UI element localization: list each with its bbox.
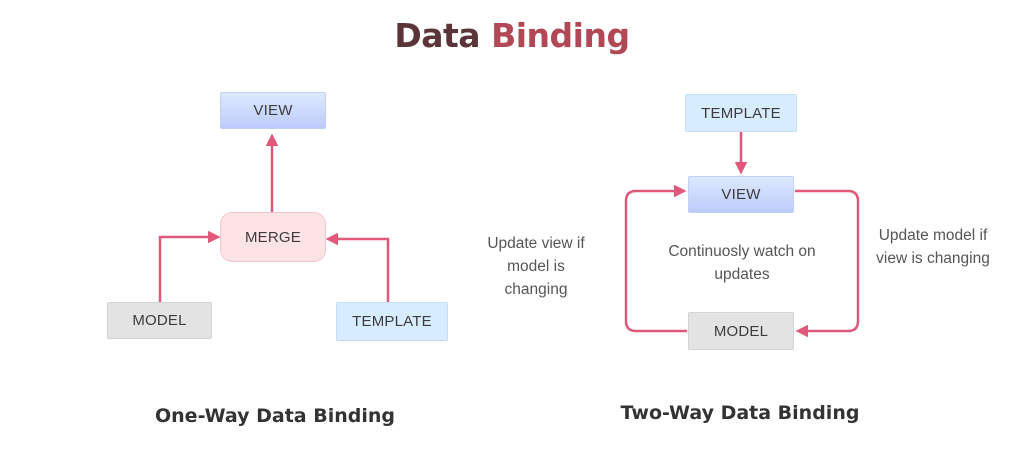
- arrow-model-to-merge: [158, 230, 221, 302]
- one-way-merge-box: MERGE: [220, 212, 326, 262]
- arrow-template-to-merge: [325, 232, 390, 302]
- arrow-model-to-view: [624, 184, 687, 333]
- center-note: Continuosly watch on updates: [668, 243, 816, 283]
- two-way-view-box: VIEW: [688, 176, 794, 213]
- one-way-view-label: VIEW: [253, 102, 293, 119]
- right-note: Update model if view is changing: [876, 227, 990, 267]
- two-way-model-label: MODEL: [713, 322, 769, 340]
- page-title: Data Binding: [0, 16, 1024, 55]
- title-word-binding: Binding: [491, 16, 630, 55]
- one-way-model-box: MODEL: [107, 302, 212, 339]
- one-way-template-label: TEMPLATE: [352, 313, 432, 330]
- arrow-view-to-model: [795, 189, 860, 338]
- one-way-merge-label: MERGE: [244, 228, 301, 246]
- left-note: Update view if model is changing: [487, 235, 585, 298]
- title-word-data: Data: [394, 16, 481, 55]
- two-way-view-label: VIEW: [721, 186, 761, 203]
- two-way-caption: Two-Way Data Binding: [620, 402, 860, 424]
- one-way-view-box: VIEW: [220, 92, 326, 129]
- two-way-model-box: MODEL: [688, 312, 794, 350]
- two-way-template-box: TEMPLATE: [685, 94, 797, 132]
- one-way-template-box: TEMPLATE: [336, 302, 448, 341]
- one-way-model-label: MODEL: [132, 312, 187, 329]
- one-way-caption: One-Way Data Binding: [155, 405, 395, 427]
- two-way-template-label: TEMPLATE: [701, 104, 781, 122]
